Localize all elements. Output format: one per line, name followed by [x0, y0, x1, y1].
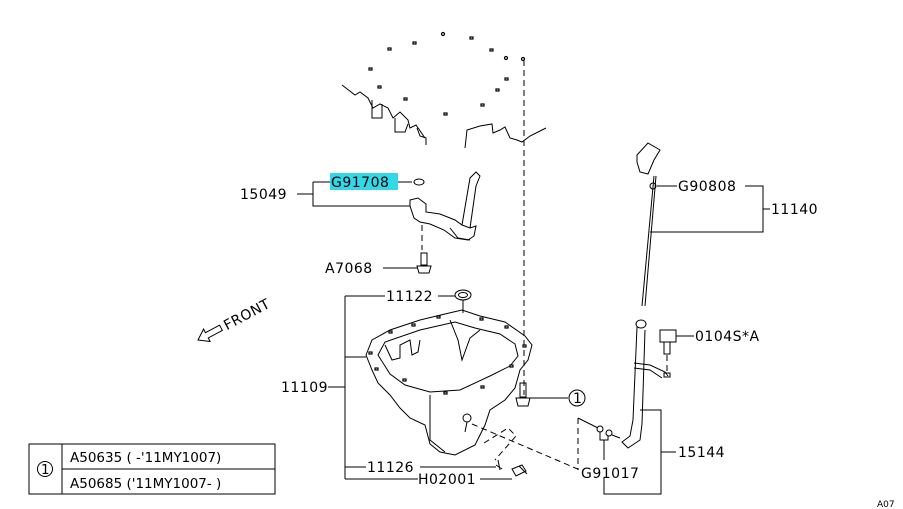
pan-bolt-holes	[368, 315, 527, 395]
label-0104s[interactable]: 0104S*A	[695, 329, 760, 345]
label-h02001[interactable]: H02001	[418, 472, 476, 488]
front-label: FRONT	[221, 296, 273, 334]
label-g90808[interactable]: G90808	[678, 179, 736, 195]
legend-row-1[interactable]: A50635 ( -'11MY1007)	[70, 450, 221, 466]
label-g91708[interactable]: G91708	[331, 175, 389, 191]
label-11122[interactable]: 11122	[386, 289, 433, 305]
diagram-ref-code: A07	[877, 500, 895, 509]
legend-table: 1 A50635 ( -'11MY1007) A50685 ('11MY1007…	[28, 443, 276, 495]
highlight-g91708	[330, 173, 398, 190]
gasket-11122	[454, 289, 472, 313]
bolt-0104s	[659, 329, 677, 355]
label-15049[interactable]: 15049	[240, 187, 287, 203]
block-bolt-holes	[368, 31, 526, 116]
label-g91017[interactable]: G91017	[581, 466, 639, 482]
dipstick-11140	[636, 142, 661, 307]
clip-g91017	[577, 417, 621, 470]
label-15144[interactable]: 15144	[678, 445, 725, 461]
front-arrow: FRONT	[197, 296, 273, 343]
engine-block-outline	[341, 31, 547, 395]
legend-ref: 1	[41, 462, 50, 478]
label-11140[interactable]: 11140	[771, 202, 818, 218]
dipstick-tube-15144	[621, 319, 671, 449]
bolt-ref1	[515, 382, 531, 407]
legend-row-2[interactable]: A50685 ('11MY1007- )	[70, 476, 221, 492]
label-a7068[interactable]: A7068	[325, 261, 373, 277]
oil-pan-11109	[365, 309, 581, 471]
drain-plug-h02001	[483, 427, 528, 477]
oil-strainer-15049	[409, 171, 481, 250]
callout-lines	[297, 178, 770, 495]
bolt-a7068	[416, 252, 432, 274]
label-11126[interactable]: 11126	[367, 460, 414, 476]
label-11109[interactable]: 11109	[281, 380, 328, 396]
label-ref1[interactable]: 1	[573, 391, 582, 407]
